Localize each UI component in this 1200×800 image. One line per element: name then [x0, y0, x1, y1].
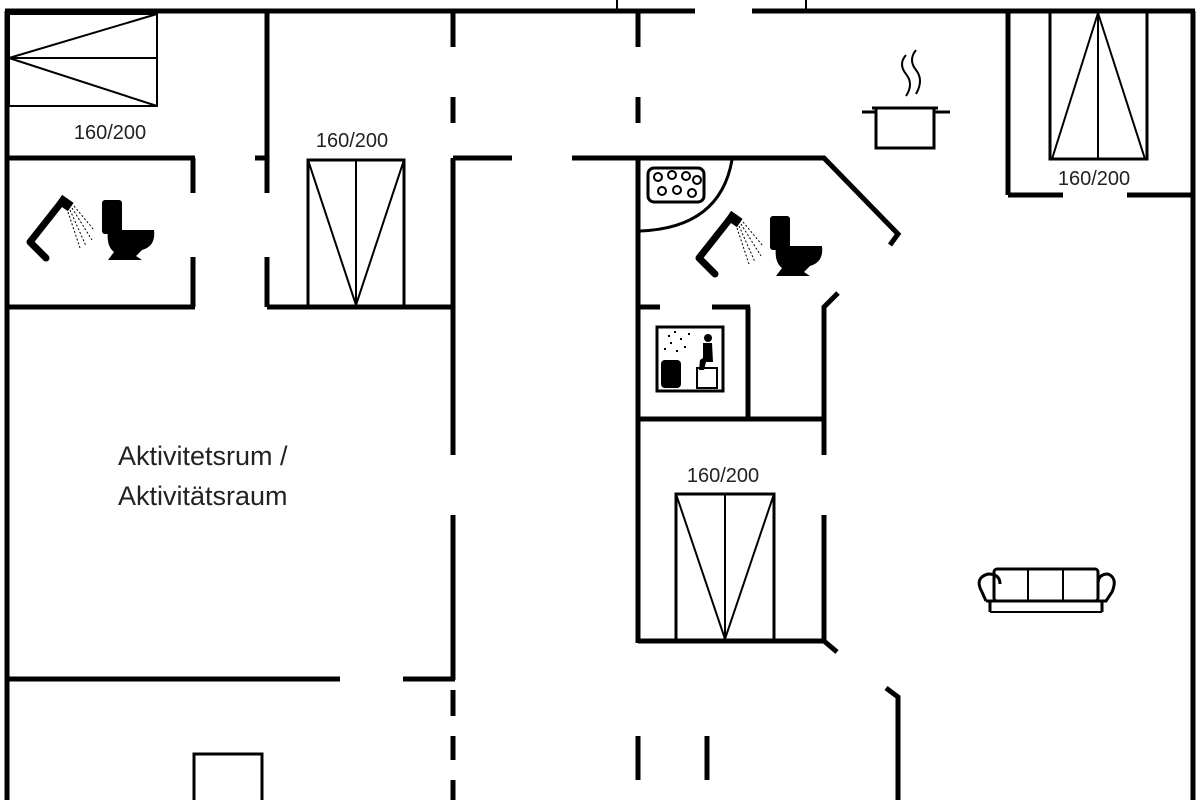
toilet-icon [102, 200, 155, 260]
bed-label-center: 160/200 [687, 465, 759, 487]
sofa-icon [977, 567, 1116, 613]
shower-icon [695, 210, 764, 278]
bed-label-top-left: 160/200 [74, 122, 146, 144]
bed-center-left: 160/200 [306, 130, 406, 309]
walls [4, 0, 1196, 800]
stove-pot-icon [862, 49, 950, 150]
bed-top-right: 160/200 [1048, 9, 1149, 190]
bed-label-center-left: 160/200 [316, 130, 388, 152]
room-label-line1: Aktivitetsrum / [118, 441, 288, 471]
room-label-line2: Aktivitätsraum [118, 481, 288, 511]
sauna-icon [655, 325, 725, 393]
wall-bed3-angle [822, 639, 839, 654]
bed-center: 160/200 [674, 465, 776, 643]
lower-square [192, 752, 264, 800]
toilet-icon [770, 216, 823, 276]
bed-label-top-right: 160/200 [1058, 168, 1130, 190]
stairs [8, 13, 158, 107]
wall-hall-angle [821, 291, 840, 419]
shower-icon [26, 194, 95, 262]
wall-bath2-outline [638, 155, 902, 247]
bed-top-left: 160/200 [74, 122, 146, 144]
whirlpool-icon [639, 159, 734, 233]
activity-room-label: Aktivitetsrum / Aktivitätsraum [118, 441, 288, 511]
wall-lower-angle [884, 686, 901, 800]
